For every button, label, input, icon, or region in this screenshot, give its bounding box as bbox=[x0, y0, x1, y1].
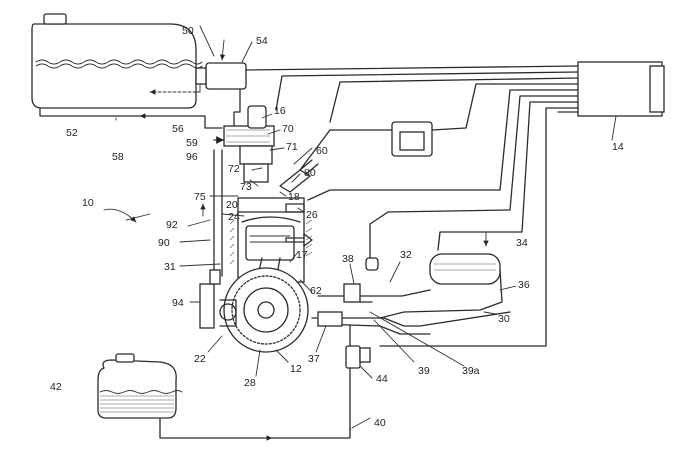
label-73: 73 bbox=[240, 181, 252, 193]
label-62: 62 bbox=[310, 285, 322, 297]
label-96: 96 bbox=[186, 151, 198, 163]
label-36: 36 bbox=[518, 279, 530, 291]
label-31: 31 bbox=[164, 261, 176, 273]
label-70: 70 bbox=[282, 123, 294, 135]
label-26: 26 bbox=[306, 209, 318, 221]
label-80: 80 bbox=[304, 167, 316, 179]
label-10: 10 bbox=[82, 197, 94, 209]
label-50: 50 bbox=[182, 25, 194, 37]
label-38: 38 bbox=[342, 253, 354, 265]
label-58: 58 bbox=[112, 151, 124, 163]
label-37: 37 bbox=[308, 353, 320, 365]
fuel-tank bbox=[32, 14, 202, 108]
label-54: 54 bbox=[256, 35, 268, 47]
pump-44 bbox=[346, 326, 370, 430]
fuel-pump bbox=[196, 63, 246, 92]
label-60: 60 bbox=[316, 145, 328, 157]
label-20: 20 bbox=[226, 199, 238, 211]
label-30: 30 bbox=[498, 313, 510, 325]
label-44: 44 bbox=[376, 373, 388, 385]
label-72: 72 bbox=[228, 163, 240, 175]
label-14: 14 bbox=[612, 141, 624, 153]
label-24: 24 bbox=[228, 211, 240, 223]
injector-assembly bbox=[214, 106, 274, 182]
leader-lines bbox=[116, 26, 616, 428]
fuel-line-40 bbox=[160, 418, 350, 438]
label-75: 75 bbox=[194, 191, 206, 203]
label-16: 16 bbox=[274, 105, 286, 117]
label-94: 94 bbox=[172, 297, 184, 309]
label-18: 18 bbox=[288, 191, 300, 203]
label-28: 28 bbox=[244, 377, 256, 389]
label-71: 71 bbox=[286, 141, 298, 153]
auxiliary-tank bbox=[430, 232, 500, 284]
label-32: 32 bbox=[400, 249, 412, 261]
label-12: 12 bbox=[290, 363, 302, 375]
label-56: 56 bbox=[172, 123, 184, 135]
label-40: 40 bbox=[374, 417, 386, 429]
label-34: 34 bbox=[516, 237, 528, 249]
control-unit-ecu bbox=[578, 62, 664, 116]
label-39: 39 bbox=[418, 365, 430, 377]
label-59: 59 bbox=[186, 137, 198, 149]
label-39a: 39a bbox=[462, 365, 480, 377]
label-52: 52 bbox=[66, 127, 78, 139]
label-42: 42 bbox=[50, 381, 62, 393]
valve-38 bbox=[344, 284, 360, 302]
return-line-58 bbox=[40, 108, 222, 128]
label-90: 90 bbox=[158, 237, 170, 249]
reference-labels: 50 54 52 58 56 59 96 16 70 71 60 72 73 8… bbox=[50, 25, 624, 429]
label-17: 17 bbox=[296, 249, 308, 261]
label-22: 22 bbox=[194, 353, 206, 365]
secondary-tank bbox=[98, 354, 182, 418]
label-92: 92 bbox=[166, 219, 178, 231]
